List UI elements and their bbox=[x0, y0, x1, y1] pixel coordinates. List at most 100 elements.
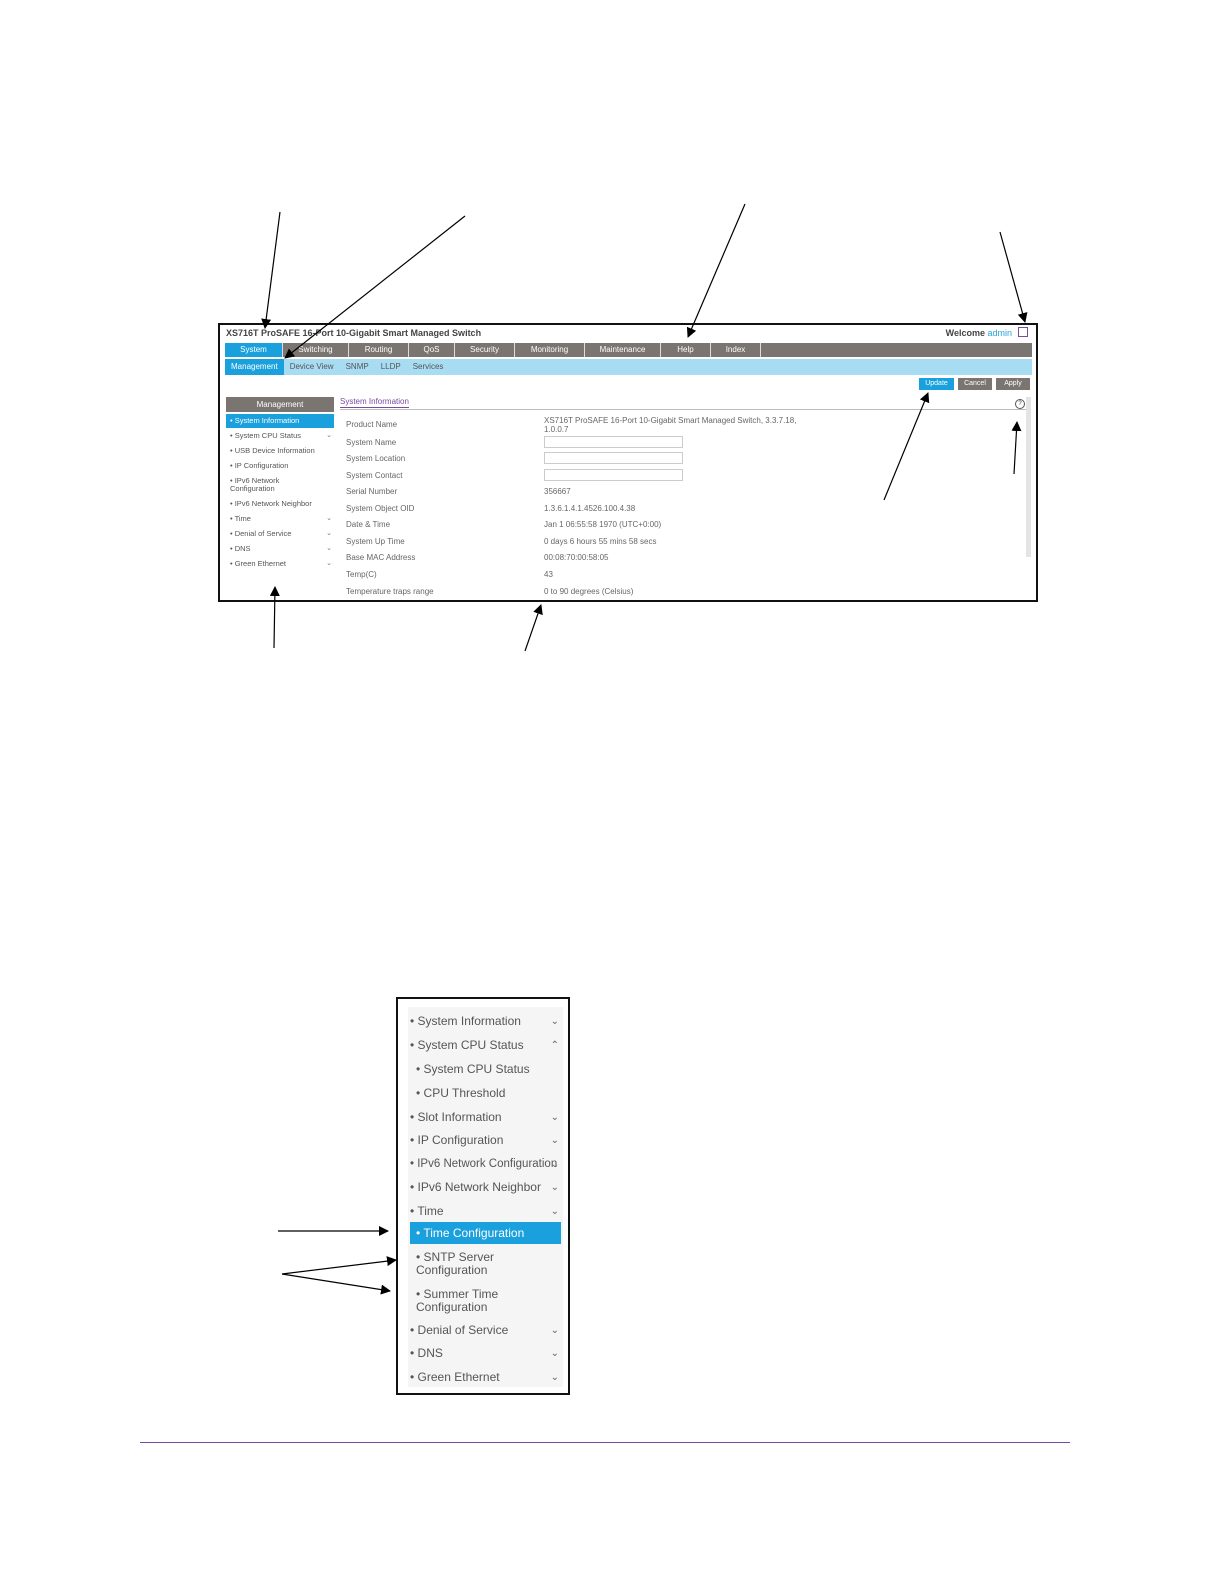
submenu-item-cpu-threshold[interactable]: • CPU Threshold bbox=[416, 1086, 506, 1100]
field-label: Temp(C) bbox=[346, 570, 377, 579]
submenu-item-time-configuration[interactable]: • Time Configuration bbox=[410, 1222, 561, 1244]
sidebar-item-label: IP Configuration bbox=[234, 461, 289, 470]
tab-system[interactable]: System bbox=[225, 343, 283, 357]
chevron-down-icon: ⌄ bbox=[550, 1112, 559, 1123]
vertical-scrollbar[interactable] bbox=[1026, 397, 1031, 557]
menu-item-slot-information[interactable]: • Slot Information⌄ bbox=[410, 1110, 559, 1124]
logout-icon[interactable] bbox=[1018, 327, 1028, 337]
system-oid-value: 1.3.6.1.4.1.4526.100.4.38 bbox=[544, 504, 636, 513]
sidebar-item-label: System CPU Status bbox=[234, 431, 301, 440]
menu-item-ipv6-network-configuration[interactable]: • IPv6 Network Configuration⌄ bbox=[410, 1158, 559, 1170]
sidebar-header: Management bbox=[226, 397, 334, 412]
field-label: System Name bbox=[346, 438, 397, 447]
menu-item-label: CPU Threshold bbox=[423, 1086, 506, 1100]
system-location-input[interactable] bbox=[544, 452, 683, 464]
sub-navigation: Management Device View SNMP LLDP Service… bbox=[225, 359, 1032, 375]
tab-switching[interactable]: Switching bbox=[283, 343, 349, 357]
field-label: Serial Number bbox=[346, 487, 398, 496]
menu-item-label: Summer Time Configuration bbox=[416, 1287, 499, 1314]
menu-item-denial-of-service[interactable]: • Denial of Service⌄ bbox=[410, 1323, 559, 1337]
sidebar-item-label: DNS bbox=[234, 544, 251, 553]
menu-item-ipv6-network-neighbor[interactable]: • IPv6 Network Neighbor⌄ bbox=[410, 1180, 559, 1194]
menu-item-label: Time bbox=[417, 1204, 444, 1218]
menu-item-ip-configuration[interactable]: • IP Configuration⌄ bbox=[410, 1133, 559, 1147]
temperature-value: 43 bbox=[544, 570, 553, 579]
subtab-management[interactable]: Management bbox=[225, 359, 284, 375]
switch-ui-screenshot: XS716T ProSAFE 16-Port 10-Gigabit Smart … bbox=[218, 323, 1038, 602]
sidebar-item-ip-configuration[interactable]: • IP Configuration bbox=[226, 459, 334, 474]
apply-button[interactable]: Apply bbox=[996, 378, 1030, 390]
cancel-button[interactable]: Cancel bbox=[958, 378, 992, 390]
field-label: System Location bbox=[346, 454, 406, 463]
field-label: System Up Time bbox=[346, 537, 405, 546]
section-title: System Information bbox=[340, 397, 409, 408]
menu-item-label: SNTP Server Configuration bbox=[416, 1250, 495, 1277]
sidebar-menu-expanded: • System Information⌄ • System CPU Statu… bbox=[408, 1007, 563, 1387]
tab-maintenance[interactable]: Maintenance bbox=[585, 343, 661, 357]
menu-item-label: System CPU Status bbox=[423, 1062, 530, 1076]
uptime-value: 0 days 6 hours 55 mins 58 secs bbox=[544, 537, 657, 546]
subtab-lldp[interactable]: LLDP bbox=[380, 362, 401, 371]
chevron-down-icon: ⌄ bbox=[326, 560, 332, 567]
submenu-item-summer-time-configuration[interactable]: • Summer Time Configuration bbox=[416, 1287, 499, 1314]
tab-monitoring[interactable]: Monitoring bbox=[515, 343, 585, 357]
serial-number-value: 356667 bbox=[544, 487, 571, 496]
system-name-input[interactable] bbox=[544, 436, 683, 448]
sidebar-item-ipv6-network-neighbor[interactable]: • IPv6 Network Neighbor bbox=[226, 497, 334, 512]
menu-item-label: System Information bbox=[417, 1014, 521, 1028]
sidebar-item-time[interactable]: • Time⌄ bbox=[226, 512, 334, 527]
help-icon[interactable]: ? bbox=[1015, 399, 1025, 409]
temp-range-value: 0 to 90 degrees (Celsius) bbox=[544, 587, 634, 596]
chevron-down-icon: ⌄ bbox=[550, 1325, 559, 1336]
subtab-device-view[interactable]: Device View bbox=[289, 362, 334, 371]
welcome-text: Welcome admin bbox=[946, 328, 1012, 338]
menu-item-dns[interactable]: • DNS⌄ bbox=[410, 1346, 559, 1360]
sidebar-item-system-cpu-status[interactable]: • System CPU Status⌄ bbox=[226, 429, 334, 444]
sidebar-item-system-information[interactable]: • System Information bbox=[226, 414, 334, 429]
menu-expanded-screenshot: • System Information⌄ • System CPU Statu… bbox=[396, 997, 570, 1395]
chevron-down-icon: ⌄ bbox=[326, 530, 332, 537]
tab-security[interactable]: Security bbox=[455, 343, 515, 357]
sidebar-item-green-ethernet[interactable]: • Green Ethernet⌄ bbox=[226, 557, 334, 572]
username: admin bbox=[987, 328, 1012, 338]
chevron-down-icon: ⌄ bbox=[550, 1159, 559, 1170]
chevron-down-icon: ⌄ bbox=[550, 1135, 559, 1146]
callout-arrow bbox=[261, 211, 281, 329]
menu-item-green-ethernet[interactable]: • Green Ethernet⌄ bbox=[410, 1370, 559, 1384]
tab-index[interactable]: Index bbox=[711, 343, 761, 357]
chevron-up-icon: ⌃ bbox=[550, 1040, 559, 1051]
sidebar-item-label: System Information bbox=[234, 416, 300, 425]
sidebar-item-usb-device-information[interactable]: • USB Device Information bbox=[226, 444, 334, 459]
welcome-label: Welcome bbox=[945, 328, 985, 338]
menu-item-label: System CPU Status bbox=[417, 1038, 524, 1052]
submenu-item-system-cpu-status[interactable]: • System CPU Status bbox=[416, 1062, 530, 1076]
subtab-services[interactable]: Services bbox=[412, 362, 444, 371]
system-contact-input[interactable] bbox=[544, 469, 683, 481]
main-navigation: System Switching Routing QoS Security Mo… bbox=[225, 343, 1032, 357]
sidebar-item-label: Time bbox=[234, 514, 251, 523]
chevron-down-icon: ⌄ bbox=[326, 545, 332, 552]
field-label: Temperature traps range bbox=[346, 587, 434, 596]
tab-routing[interactable]: Routing bbox=[349, 343, 409, 357]
menu-item-time[interactable]: • Time⌄ bbox=[410, 1204, 559, 1218]
field-label: Product Name bbox=[346, 420, 398, 429]
subtab-snmp[interactable]: SNMP bbox=[345, 362, 369, 371]
tab-help[interactable]: Help bbox=[661, 343, 711, 357]
chevron-down-icon: ⌄ bbox=[550, 1206, 559, 1217]
menu-item-label: Denial of Service bbox=[417, 1323, 509, 1337]
sidebar-item-ipv6-network-configuration[interactable]: • IPv6 Network Configuration bbox=[226, 474, 294, 497]
chevron-down-icon: ⌄ bbox=[550, 1182, 559, 1193]
menu-item-system-information[interactable]: • System Information⌄ bbox=[410, 1014, 559, 1028]
sidebar-item-label: IPv6 Network Configuration bbox=[230, 476, 280, 493]
field-label: System Contact bbox=[346, 471, 403, 480]
menu-item-system-cpu-status[interactable]: • System CPU Status⌃ bbox=[410, 1038, 559, 1052]
update-button[interactable]: Update bbox=[919, 378, 954, 390]
submenu-item-sntp-server-configuration[interactable]: • SNTP Server Configuration bbox=[416, 1250, 495, 1277]
date-time-value: Jan 1 06:55:58 1970 (UTC+0:00) bbox=[544, 520, 662, 529]
sidebar-menu: • System Information • System CPU Status… bbox=[226, 414, 334, 572]
sidebar-item-denial-of-service[interactable]: • Denial of Service⌄ bbox=[226, 527, 334, 542]
sidebar-item-dns[interactable]: • DNS⌄ bbox=[226, 542, 334, 557]
tab-qos[interactable]: QoS bbox=[409, 343, 455, 357]
callout-arrow bbox=[686, 203, 746, 338]
